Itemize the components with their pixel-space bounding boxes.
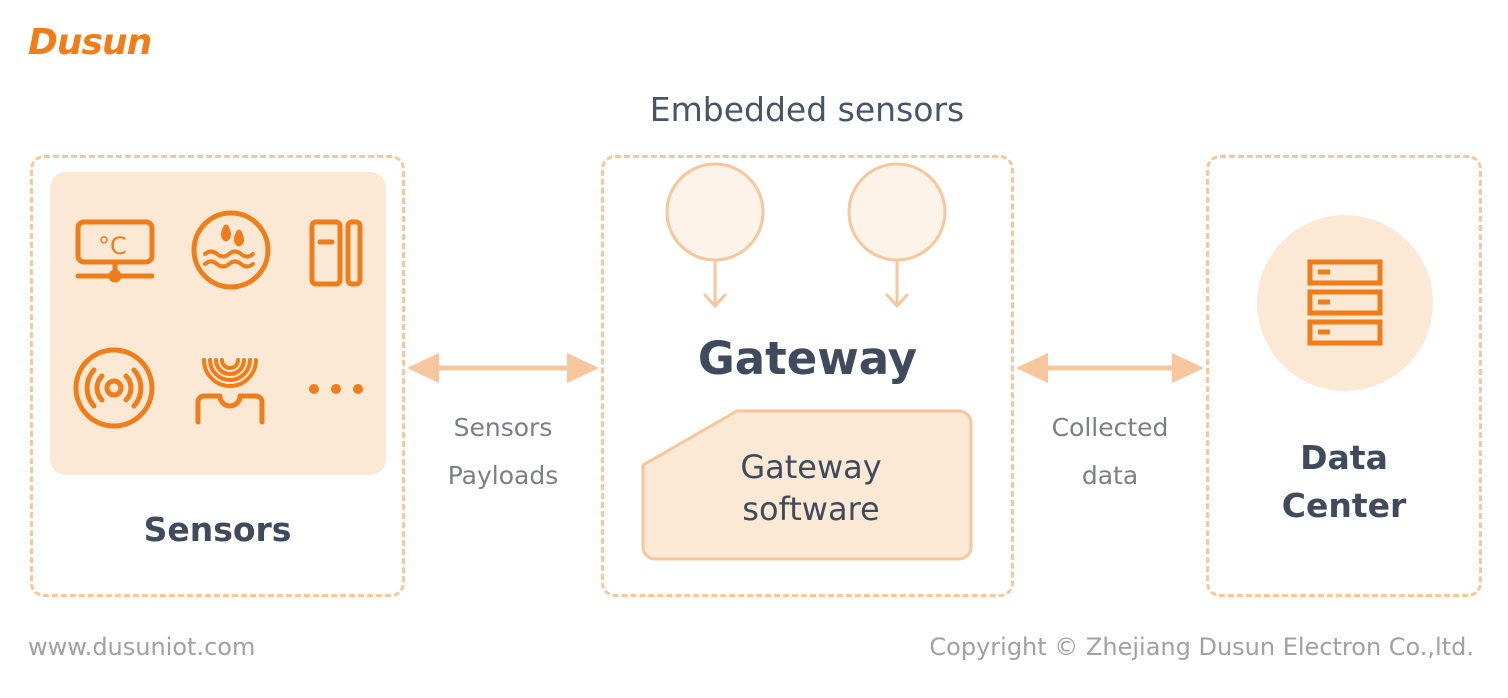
sensors-gateway-arrow [407, 353, 599, 383]
more-icon [309, 384, 363, 394]
link-right-line2: data [1081, 461, 1139, 490]
svg-text:°C: °C [98, 232, 127, 260]
sensor-icons-grid: °C [73, 210, 363, 429]
gateway-software-line2: software [742, 490, 880, 528]
temperature-icon: °C [75, 219, 155, 283]
link-left-line2: Payloads [447, 461, 559, 490]
link-left-line1: Sensors [453, 413, 553, 442]
gateway-software-label: Gateway software [641, 446, 981, 530]
gateway-datacenter-arrow [1016, 353, 1204, 383]
smoke-detector-icon [73, 347, 155, 429]
data-center-box [1206, 155, 1482, 597]
sensors-label: Sensors [143, 510, 292, 549]
gateway-label: Gateway [697, 332, 918, 385]
embedded-sensors [665, 162, 947, 309]
link-right-line1: Collected [1051, 413, 1169, 442]
door-sensor-icon [309, 219, 363, 287]
embedded-sensor-1 [665, 162, 765, 262]
water-leak-icon [191, 210, 271, 290]
data-center-line2: Center [1281, 486, 1407, 525]
data-center-label: Data Center [1206, 434, 1482, 530]
embedded-sensor-2 [847, 162, 947, 262]
data-center-line1: Data [1300, 438, 1388, 477]
footer-website: www.dusuniot.com [28, 633, 256, 661]
diagram-title: Embedded sensors [649, 90, 965, 129]
brand-logo: Dusun [28, 22, 152, 63]
gateway-software-line1: Gateway [740, 448, 882, 486]
link-left-label: Sensors Payloads [405, 404, 601, 500]
footer-copyright: Copyright © Zhejiang Dusun Electron Co.,… [929, 633, 1474, 661]
gateway-box [601, 155, 1014, 597]
link-right-label: Collected data [1014, 404, 1206, 500]
motion-sensor-icon [195, 358, 265, 425]
server-icon [1257, 215, 1433, 391]
sensors-box [30, 155, 405, 597]
gateway-software-card [641, 409, 973, 561]
